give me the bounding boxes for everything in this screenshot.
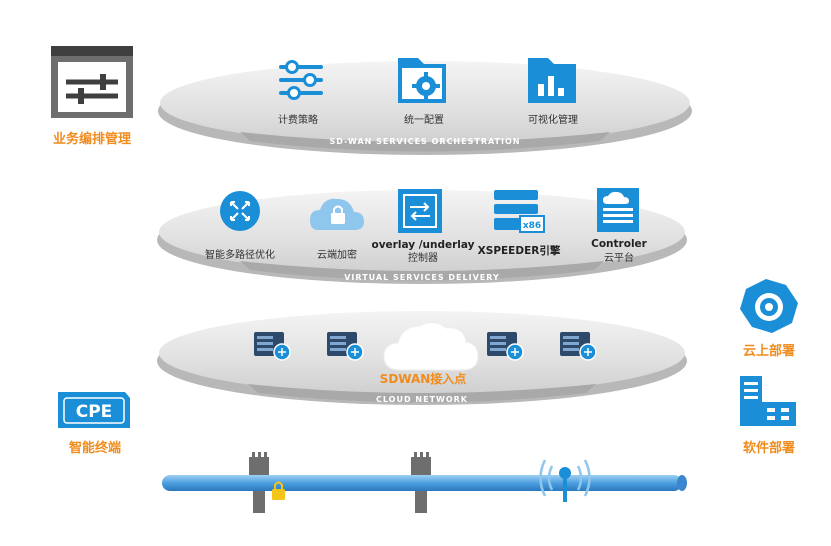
access-point-device-icon [560,332,597,361]
cloud-icon [383,322,479,371]
layer-services-delivery: VIRTUAL SERVICES DELIVERY 智能多路径优化 云端加密 o… [157,188,687,284]
sdwan-access-point-label: SDWAN接入点 [380,371,467,386]
orchestration-band [240,132,610,152]
cloud-network-band-text: CLOUD NETWORK [376,395,468,404]
controller-cloud-platform-icon [597,188,639,232]
software-deployment-icon [740,376,796,426]
ethernet-connector-icon [411,452,431,513]
xspeeder-engine-label: XSPEEDER引擎 [478,244,561,257]
visualization-management-icon [528,58,576,103]
overlay-underlay-controller-icon [398,189,442,233]
layer-orchestration: SD-WAN SERVICES ORCHESTRATION 计费策略 统一配置 [158,58,692,155]
cpe-label: 智能终端 [69,440,121,456]
xspeeder-engine-icon: x86 [494,190,545,233]
billing-policy-icon [279,60,323,100]
cloud-encryption-icon [310,198,364,230]
lock-icon [272,481,285,500]
network-pipe [162,475,687,491]
billing-policy-label: 计费策略 [278,113,318,126]
cloud-platform-label: 云平台 [604,251,634,264]
orchestration-band-text: SD-WAN SERVICES ORCHESTRATION [330,137,521,146]
services-delivery-band-text: VIRTUAL SERVICES DELIVERY [344,273,500,282]
cpe-text: CPE [76,402,113,422]
wireless-antenna-icon [539,459,591,502]
x86-text: x86 [523,221,541,231]
cloud-encryption-label: 云端加密 [317,248,357,261]
orchestration-management-label: 业务编排管理 [53,131,131,147]
unified-config-label: 统一配置 [404,113,444,126]
cloud-deployment-icon [740,279,798,333]
ethernet-connector-icon [249,452,269,513]
controler-label: Controler [591,238,648,250]
unified-config-icon [398,58,446,103]
cpe-icon: CPE [58,392,130,428]
software-deployment-label: 软件部署 [743,440,795,456]
access-point-device-icon [327,332,364,361]
services-delivery-band [240,261,604,281]
access-point-device-icon [254,332,291,361]
access-point-device-icon [487,332,524,361]
visualization-management-label: 可视化管理 [528,113,578,126]
multipath-optimization-icon [220,191,260,231]
overlay-underlay-label: overlay /underlay [371,239,474,251]
orchestration-management-icon [51,46,133,118]
cloud-deployment-label: 云上部署 [743,343,795,359]
multipath-optimization-label: 智能多路径优化 [205,248,275,261]
controller-label: 控制器 [408,251,438,264]
layer-cloud-network: CLOUD NETWORK SDWAN接入点 [157,311,687,405]
cloud-network-band [248,384,596,403]
